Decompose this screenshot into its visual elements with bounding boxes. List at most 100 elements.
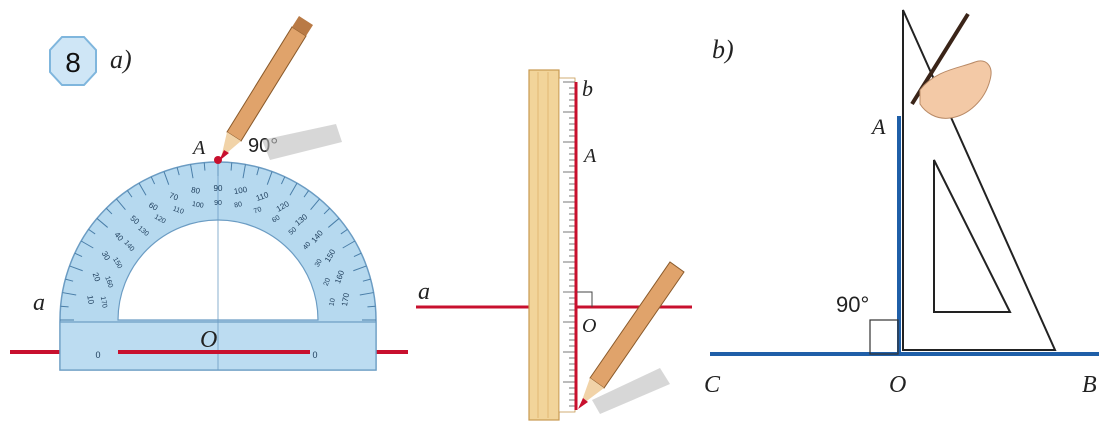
part-b-point-c: C xyxy=(704,372,721,398)
protractor-tick xyxy=(266,171,273,185)
pencil-2-tip-wood xyxy=(580,378,604,406)
protractor-tick xyxy=(116,198,126,211)
protractor-tick xyxy=(242,164,246,179)
protractor-tick xyxy=(126,190,133,198)
protractor-ticks xyxy=(60,162,376,321)
protractor-inner-label: 10 xyxy=(329,298,337,307)
part-b-point-b: B xyxy=(1082,372,1097,398)
protractor-tick xyxy=(230,162,233,171)
protractor-end-left: 0 xyxy=(95,350,100,360)
ruler-body xyxy=(528,69,560,421)
pencil-2-tip-lead xyxy=(578,398,588,409)
pencil-2-icon xyxy=(578,261,685,414)
set-square-inner xyxy=(933,159,1012,313)
protractor-tick xyxy=(342,240,356,249)
protractor-tick xyxy=(340,228,348,235)
protractor-tick xyxy=(74,252,83,258)
protractor-inner-label: 150 xyxy=(111,256,123,270)
protractor-tick xyxy=(190,164,194,179)
protractor-inner-label: 70 xyxy=(253,206,263,215)
protractor-tick xyxy=(60,305,69,308)
protractor-inner-label: 20 xyxy=(323,277,332,287)
protractor-inner-label: 60 xyxy=(271,214,281,224)
protractor-outer-label: 170 xyxy=(340,292,351,307)
protractor-tick xyxy=(150,176,156,185)
protractor-inner-label: 80 xyxy=(234,201,243,209)
protractor-tick xyxy=(367,305,376,308)
protractor-tick xyxy=(163,171,170,185)
pencil-body xyxy=(226,26,307,142)
protractor-outer-label: 10 xyxy=(85,294,96,305)
protractor-outer-label: 80 xyxy=(190,185,201,196)
protractor-tick xyxy=(176,167,180,176)
protractor-inner-label: 30 xyxy=(314,258,324,268)
ruler xyxy=(528,69,576,421)
protractor-tick xyxy=(80,240,94,249)
protractor-inner-label: 110 xyxy=(172,206,185,216)
protractor-tick xyxy=(65,278,74,282)
badge-octagon xyxy=(49,36,97,86)
right-angle-marker xyxy=(869,319,899,355)
protractor-inner-label: 50 xyxy=(288,226,299,236)
protractor-tick xyxy=(289,182,298,196)
exercise-number: 8 xyxy=(65,47,81,78)
point-a-dot xyxy=(214,156,222,164)
ruler-line-a-label: a xyxy=(418,279,430,305)
protractor-inner-label: 160 xyxy=(103,275,114,288)
pencil-shadow xyxy=(262,124,342,160)
protractor-tick xyxy=(138,182,147,196)
protractor-tick xyxy=(353,265,367,272)
set-square-outer xyxy=(902,9,1057,351)
protractor-inner-label: 170 xyxy=(99,296,108,309)
ruler-ticks xyxy=(563,81,575,407)
protractor-outer-label: 160 xyxy=(333,269,346,285)
protractor-inner-label: 100 xyxy=(191,201,204,210)
protractor-outer-label: 110 xyxy=(255,190,271,203)
part-b-point-o: O xyxy=(889,372,906,398)
protractor-tick xyxy=(256,167,260,176)
protractor-tick xyxy=(96,218,109,228)
protractor-outer-label: 70 xyxy=(168,191,180,203)
ruler-right-angle xyxy=(577,291,593,307)
exercise-badge: 8 xyxy=(49,36,97,86)
pencil-2-body xyxy=(589,261,685,389)
protractor-tick xyxy=(359,292,374,296)
pencil-2-shadow xyxy=(592,368,670,414)
protractor-tick xyxy=(362,278,371,282)
protractor-tick xyxy=(327,218,340,228)
protractor-tick xyxy=(69,265,83,272)
hand-icon xyxy=(910,12,992,119)
protractor-inner-label: 40 xyxy=(302,241,312,252)
protractor-tick xyxy=(105,207,113,215)
protractor-tick xyxy=(310,198,320,211)
set-square xyxy=(902,9,1057,351)
line-b-label: b xyxy=(582,76,593,101)
ruler-o-label: O xyxy=(582,315,596,337)
part-b-point-a: A xyxy=(870,114,886,139)
point-a-label: A xyxy=(191,137,206,159)
pencil-tip-lead xyxy=(219,150,229,161)
protractor-end-right: 0 xyxy=(312,350,317,360)
line-a-label: a xyxy=(33,290,45,316)
protractor-tick xyxy=(303,190,310,198)
part-b-angle-label: 90° xyxy=(836,292,869,317)
protractor-tick xyxy=(353,252,362,258)
hand-shape xyxy=(919,60,992,119)
pencil-cap xyxy=(292,16,313,36)
protractor-tick xyxy=(323,207,331,215)
ruler-scale-strip xyxy=(558,77,576,413)
center-o-label: O xyxy=(200,327,217,353)
part-b-label: b) xyxy=(712,35,734,64)
pencil-icon xyxy=(219,16,342,161)
protractor-outer-label: 100 xyxy=(233,185,248,196)
protractor-tick xyxy=(88,228,96,235)
protractor-tick xyxy=(62,292,77,296)
ruler-point-a-label: A xyxy=(582,145,597,167)
protractor-tick xyxy=(203,162,206,171)
part-a-label: a) xyxy=(110,45,132,74)
protractor-tick xyxy=(280,176,286,185)
protractor-outer-label: 20 xyxy=(91,271,103,283)
